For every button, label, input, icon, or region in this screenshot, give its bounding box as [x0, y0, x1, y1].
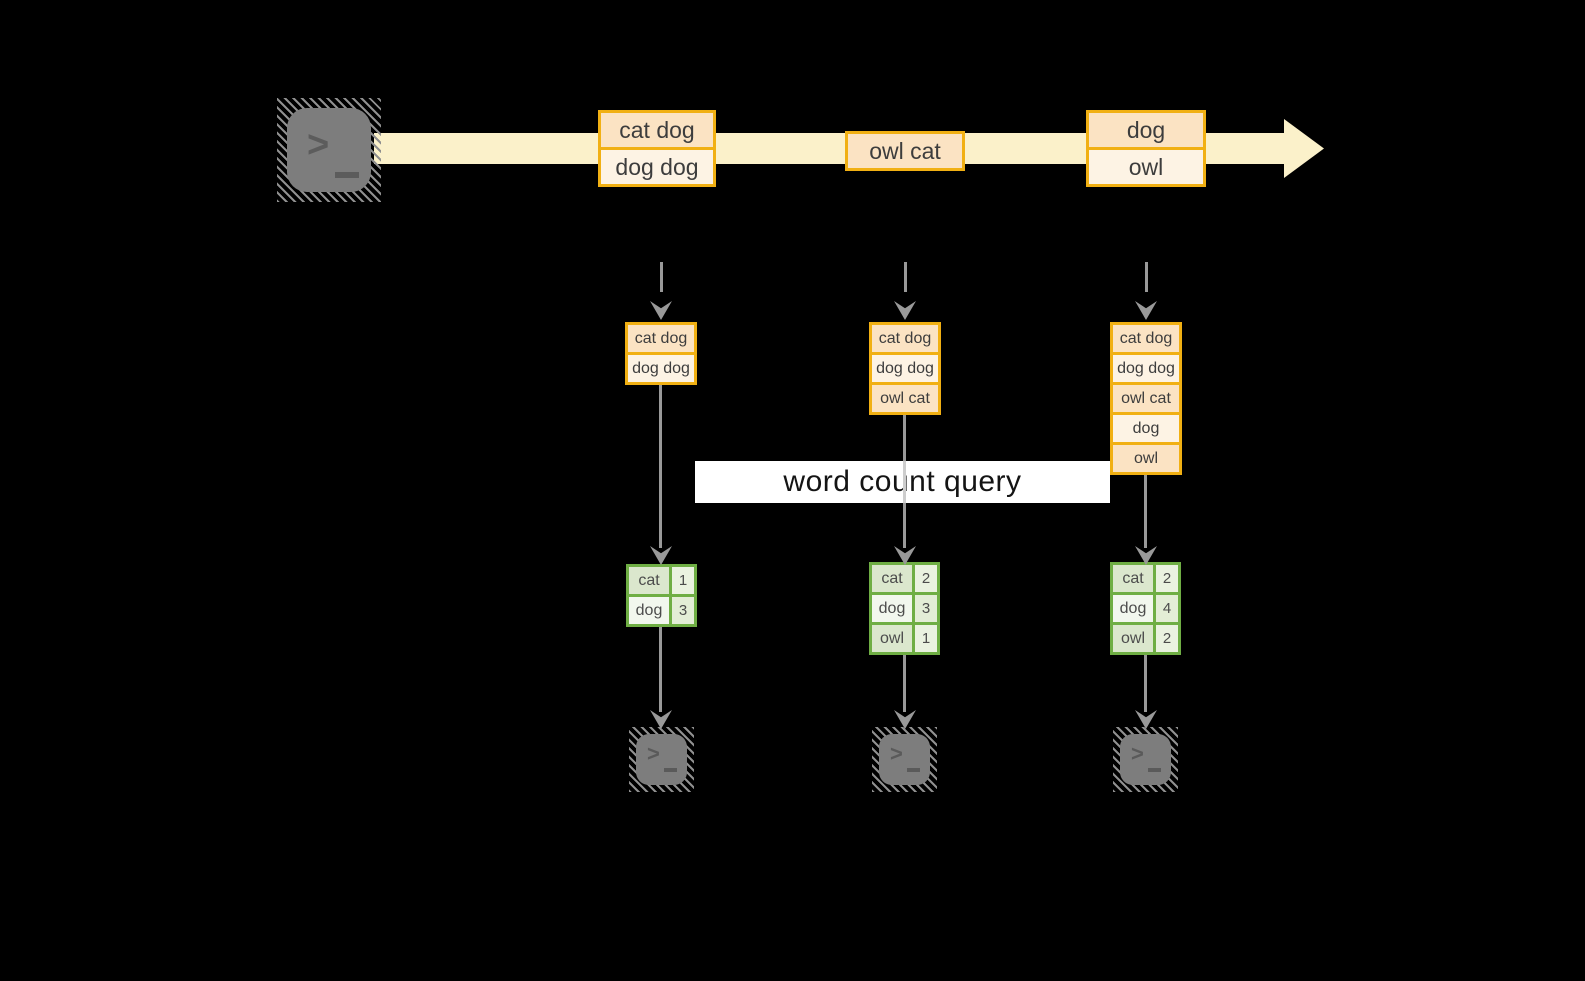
stream-batch-1: cat dog dog dog — [598, 110, 716, 187]
count-cell: 1 — [672, 567, 694, 594]
prompt-chevron-icon: > — [1131, 741, 1144, 766]
terminal-icon: > — [287, 108, 371, 192]
source-terminal-icon: > — [277, 98, 381, 202]
table-row: owl 1 — [872, 625, 937, 652]
down-arrow-dashed-icon — [1145, 262, 1148, 292]
count-cell: 2 — [1156, 625, 1178, 652]
table-row: cat 2 — [872, 565, 937, 592]
down-arrow-dashed-icon — [904, 262, 907, 292]
terminal-icon: > — [1120, 734, 1171, 785]
event-cell: cat dog — [601, 113, 713, 147]
event-cell: cat dog — [872, 325, 938, 352]
process-arrow-line — [1144, 475, 1147, 548]
word-count-query-banner: word count query — [695, 461, 1110, 503]
process-arrow-line — [1144, 655, 1147, 712]
word-cell: cat — [629, 567, 669, 594]
count-cell: 2 — [1156, 565, 1178, 592]
word-cell: dog — [629, 597, 669, 624]
word-cell: dog — [872, 595, 912, 622]
count-cell: 4 — [1156, 595, 1178, 622]
batch-stack-3: cat dog dog dog owl cat dog owl — [1110, 322, 1182, 475]
word-cell: dog — [1113, 595, 1153, 622]
word-cell: cat — [1113, 565, 1153, 592]
table-row: cat 1 — [629, 567, 694, 594]
prompt-chevron-icon: > — [647, 741, 660, 766]
banner-label: word count query — [783, 465, 1022, 498]
terminal-icon: > — [879, 734, 930, 785]
prompt-underscore-icon — [1148, 768, 1161, 772]
table-row: dog 3 — [872, 595, 937, 622]
event-cell: dog — [1113, 415, 1179, 442]
word-cell: owl — [1113, 625, 1153, 652]
process-arrow-line — [659, 385, 662, 548]
event-cell: cat dog — [1113, 325, 1179, 352]
word-cell: owl — [872, 625, 912, 652]
stream-arrowhead-icon — [1284, 119, 1324, 178]
table-row: dog 4 — [1113, 595, 1178, 622]
prompt-chevron-icon: > — [307, 124, 330, 166]
table-row: dog 3 — [629, 597, 694, 624]
event-cell: owl cat — [848, 134, 962, 168]
count-cell: 3 — [915, 595, 937, 622]
prompt-underscore-icon — [907, 768, 920, 772]
event-cell: owl — [1113, 445, 1179, 472]
count-table-2: cat 2 dog 3 owl 1 — [869, 562, 940, 655]
count-table-3: cat 2 dog 4 owl 2 — [1110, 562, 1181, 655]
down-arrowhead-icon — [650, 301, 672, 320]
event-cell: cat dog — [628, 325, 694, 352]
prompt-underscore-icon — [664, 768, 677, 772]
event-cell: dog dog — [601, 150, 713, 184]
stream-batch-2: owl cat — [845, 131, 965, 171]
event-cell: dog dog — [872, 355, 938, 382]
count-cell: 2 — [915, 565, 937, 592]
down-arrowhead-icon — [1135, 301, 1157, 320]
batch-stack-1: cat dog dog dog — [625, 322, 697, 385]
count-table-1: cat 1 dog 3 — [626, 564, 697, 627]
process-arrow-line — [903, 655, 906, 712]
table-row: cat 2 — [1113, 565, 1178, 592]
prompt-underscore-icon — [335, 172, 359, 178]
output-terminal-icon: > — [1113, 727, 1178, 792]
prompt-chevron-icon: > — [890, 741, 903, 766]
terminal-icon: > — [636, 734, 687, 785]
event-cell: dog — [1089, 113, 1203, 147]
table-row: owl 2 — [1113, 625, 1178, 652]
output-terminal-icon: > — [872, 727, 937, 792]
down-arrowhead-icon — [894, 301, 916, 320]
count-cell: 3 — [672, 597, 694, 624]
count-cell: 1 — [915, 625, 937, 652]
event-cell: dog dog — [628, 355, 694, 382]
batch-stack-2: cat dog dog dog owl cat — [869, 322, 941, 415]
event-cell: dog dog — [1113, 355, 1179, 382]
word-cell: cat — [872, 565, 912, 592]
process-arrow-line — [659, 627, 662, 712]
down-arrow-dashed-icon — [660, 262, 663, 292]
event-cell: owl cat — [872, 385, 938, 412]
event-cell: owl — [1089, 150, 1203, 184]
stream-batch-3: dog owl — [1086, 110, 1206, 187]
down-arrowhead-icon — [650, 546, 672, 565]
event-cell: owl cat — [1113, 385, 1179, 412]
process-arrow-line-over-banner — [903, 461, 906, 503]
output-terminal-icon: > — [629, 727, 694, 792]
